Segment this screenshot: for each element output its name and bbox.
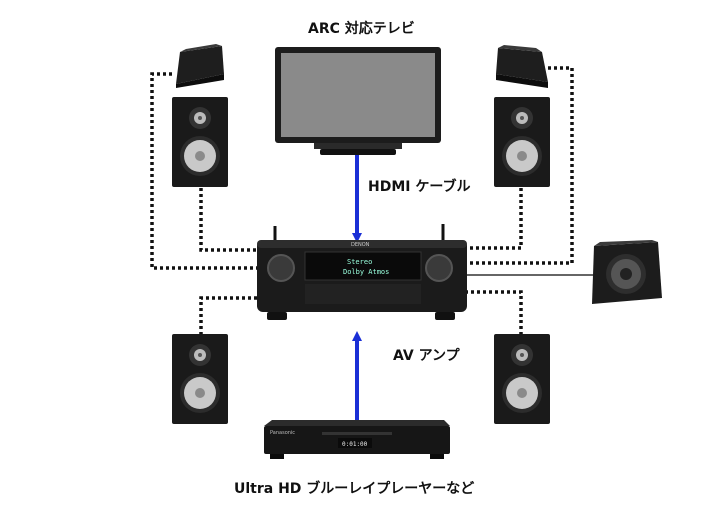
player-display: 0:01:00	[342, 441, 368, 448]
cable-left-front	[199, 188, 262, 252]
receiver-display-line2: Dolby Atmos	[343, 268, 389, 276]
amp-label: AV アンプ	[393, 348, 460, 364]
speaker-surround-left-icon	[172, 334, 228, 424]
tv-label: ARC 対応テレビ	[308, 21, 415, 37]
speaker-surround-right-icon	[494, 334, 550, 424]
cable-left-height	[150, 72, 262, 270]
receiver-display-line1: Stereo	[347, 258, 372, 266]
height-module-icon	[176, 44, 224, 88]
cable-right-front	[466, 188, 523, 250]
receiver-brand-mark: DENON	[351, 242, 370, 248]
player-brand-mark: Panasonic	[270, 430, 295, 436]
cable-right-height	[466, 66, 574, 265]
hdmi-label: HDMI ケーブル	[368, 179, 471, 195]
speaker-front-right-icon	[494, 97, 550, 187]
cable-left-surround	[199, 296, 262, 335]
tv-icon	[275, 47, 441, 155]
speaker-front-left-icon	[172, 97, 228, 187]
cable-right-surround	[466, 290, 523, 335]
player-label: Ultra HD ブルーレイプレーヤーなど	[234, 481, 475, 497]
subwoofer-icon	[592, 240, 662, 304]
av-receiver-icon: DENON Stereo Dolby Atmos	[257, 224, 467, 320]
bluray-player-icon: Panasonic 0:01:00	[264, 420, 450, 459]
height-module-icon-right	[496, 45, 548, 88]
